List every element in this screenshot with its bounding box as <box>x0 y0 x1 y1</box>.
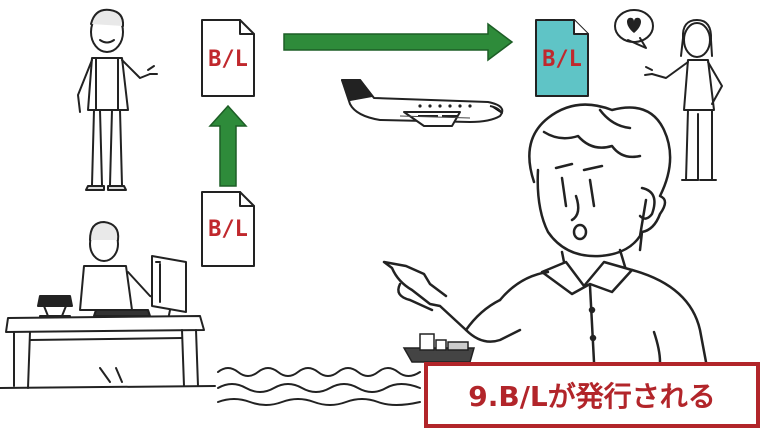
bl-label-issuer: B/L <box>208 217 248 242</box>
airplane-icon <box>341 79 504 127</box>
bl-document-issuer <box>201 191 255 267</box>
sea-waves <box>217 367 421 406</box>
bl-document-shipper <box>201 19 255 97</box>
consignee-figure <box>644 19 723 181</box>
presenter-figure <box>382 103 708 364</box>
heart-icon <box>627 17 641 33</box>
shipper-figure <box>77 8 158 191</box>
step-caption: 9.B/Lが発行される <box>424 362 760 428</box>
arrow-right-green <box>283 22 514 62</box>
issuer-at-desk <box>0 221 216 389</box>
arrow-up-green <box>208 104 248 187</box>
bl-label-shipper: B/L <box>208 47 248 72</box>
heart-speech-bubble <box>614 9 654 49</box>
bl-label-consignee: B/L <box>542 47 582 72</box>
container-ship-icon <box>402 333 475 363</box>
bl-document-consignee <box>535 19 589 97</box>
computer-monitor-icon <box>151 255 187 321</box>
